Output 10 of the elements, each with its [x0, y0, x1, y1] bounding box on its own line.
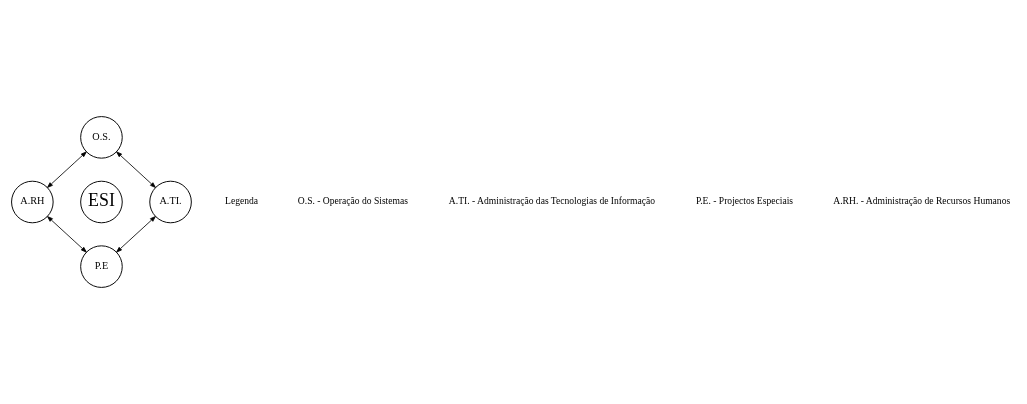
arrow [46, 216, 87, 253]
label: A.RH. - Administração de Recursos Humanos [832, 195, 1010, 207]
label: A.TI. - Administração das Tecnologias de Informação [448, 195, 655, 207]
label: Legenda [224, 195, 258, 207]
arrow [46, 151, 87, 188]
arrow [115, 151, 156, 188]
node-circle: ESI [79, 180, 123, 224]
label: P.E. - Projectos Especiais [695, 195, 793, 207]
label: O.S. - Operação do Sistemas [297, 195, 408, 207]
arrow [115, 216, 156, 253]
